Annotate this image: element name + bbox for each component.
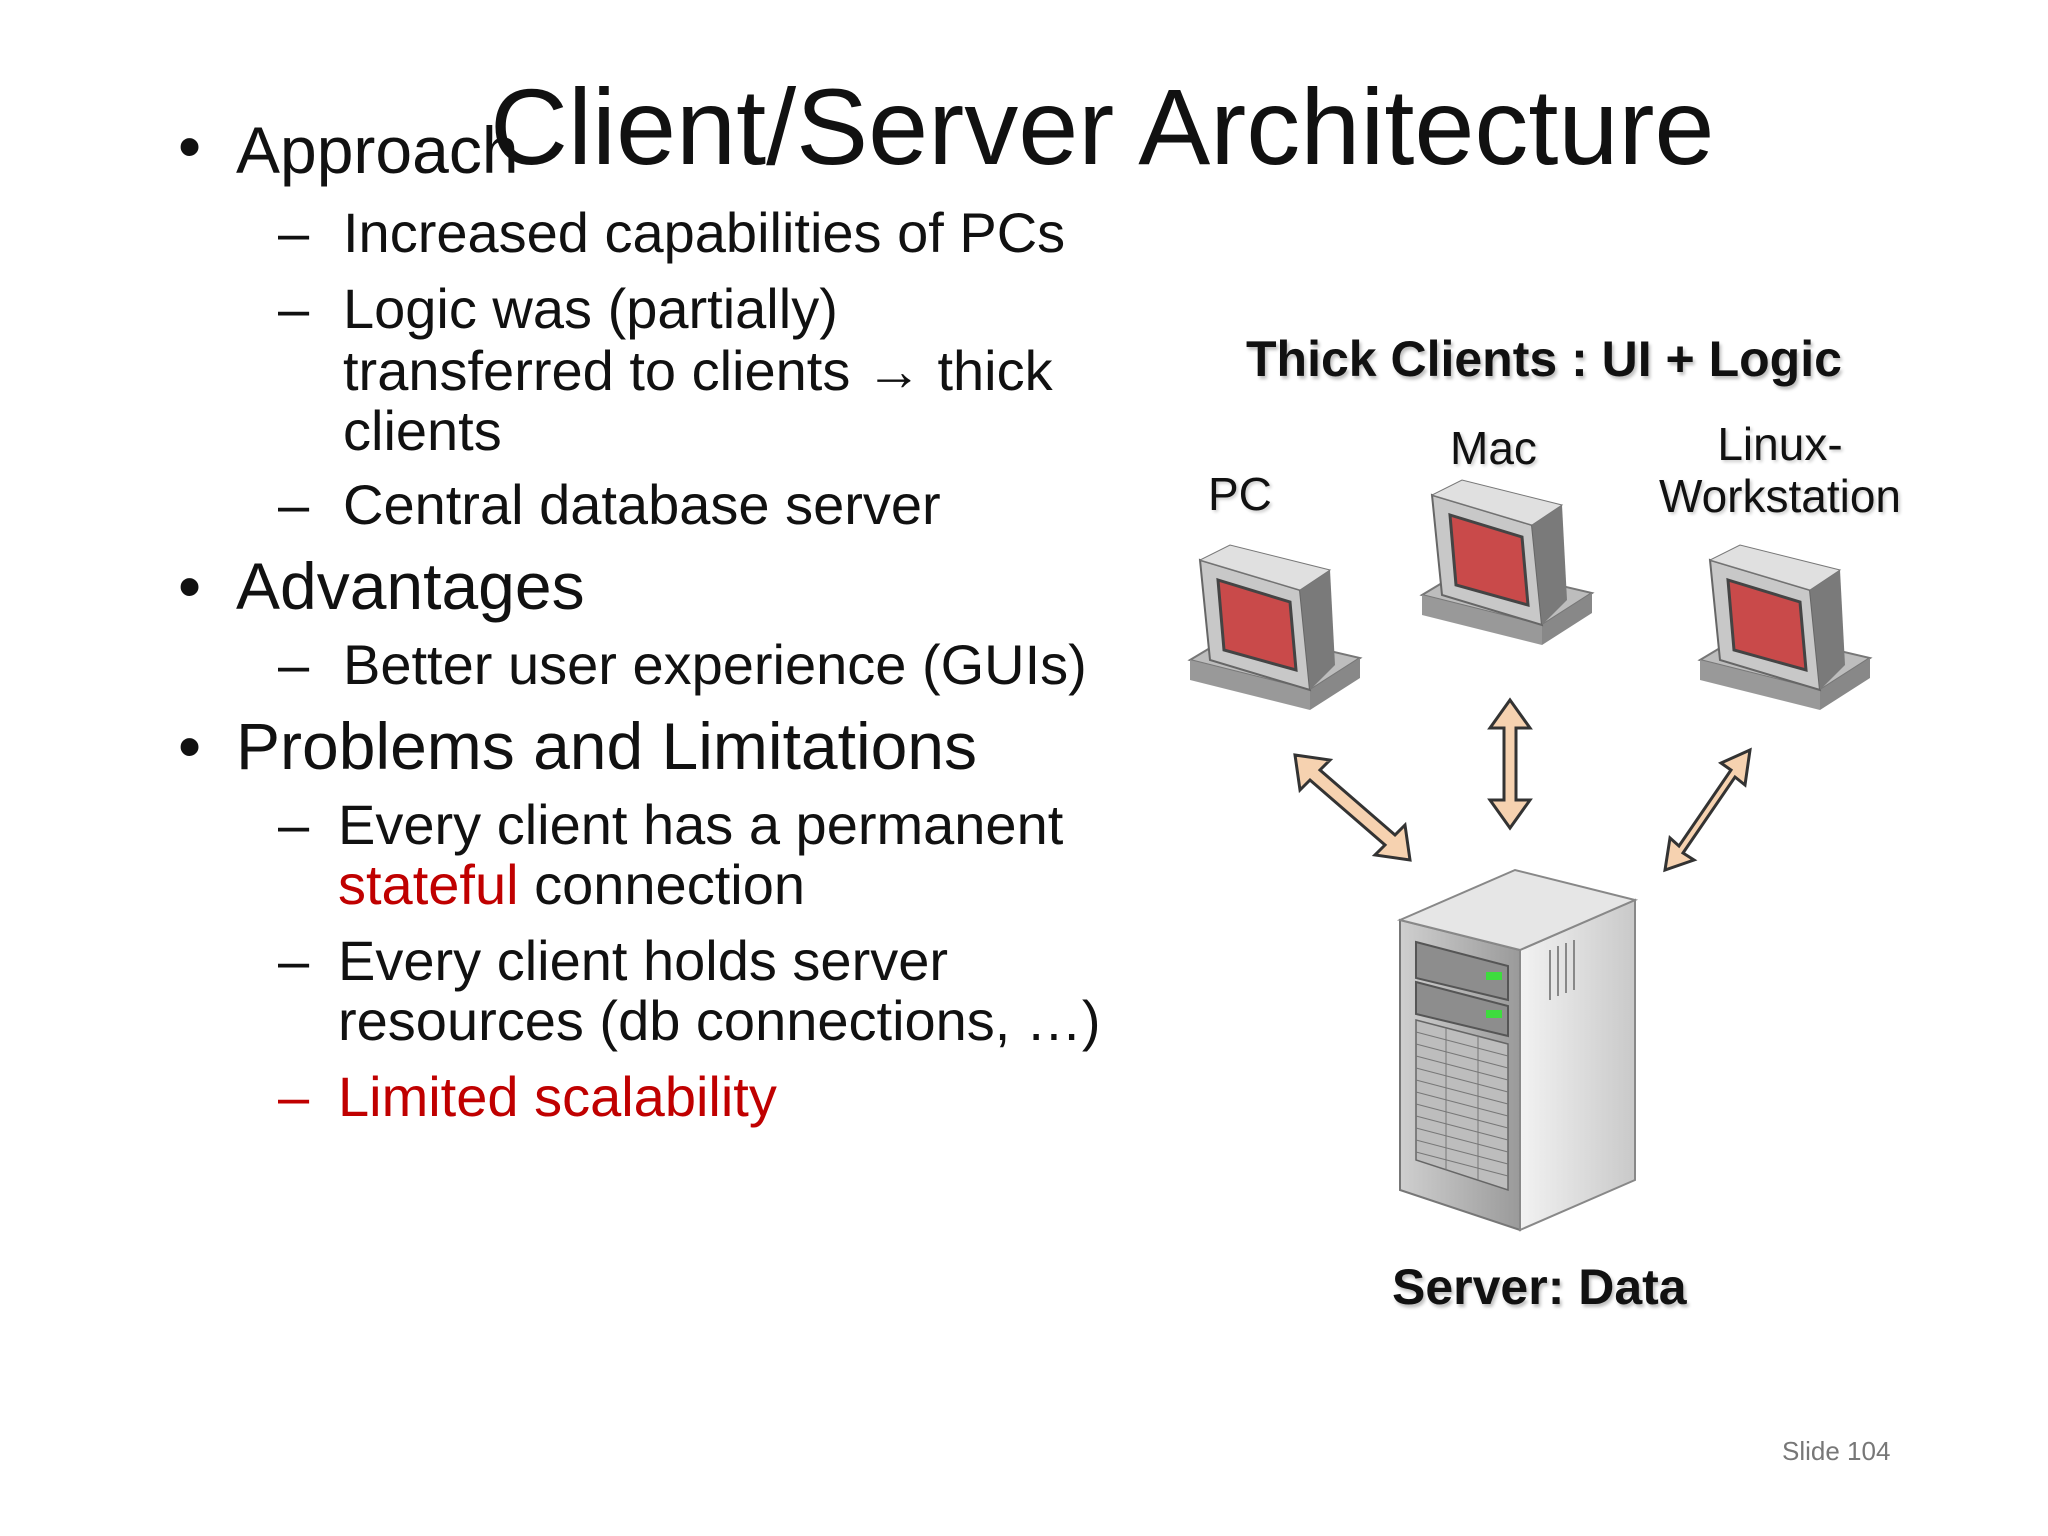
client-label-linux: Linux- Workstation — [1650, 418, 1910, 522]
client-label-mac: Mac — [1450, 422, 1537, 474]
sub-bullet-logic-line-1: Logic was (partially) — [343, 277, 838, 340]
bullet-marker: • — [178, 109, 202, 183]
sub-bullet-stateful-line-2: stateful connection — [338, 854, 805, 916]
sub-bullet-resources-line-2: resources (db connections, …) — [338, 989, 1101, 1052]
bullet-marker: • — [178, 549, 202, 623]
sub-bullet-limited-scalability: Limited scalability — [338, 1065, 777, 1128]
client-label-linux-line-2: Workstation — [1658, 470, 1902, 522]
sub-bullet-logic-line-3: clients — [343, 399, 502, 462]
server-tower-icon — [1396, 868, 1639, 1232]
desktop-computer-icon — [1697, 544, 1873, 710]
dash-marker: – — [278, 1065, 310, 1128]
bullet-marker: • — [178, 709, 202, 783]
thick-clients-heading: Thick Clients : UI + Logic — [1246, 331, 1842, 387]
sub-bullet-stateful-line-1: Every client has a permanent — [338, 793, 1064, 856]
client-label-pc: PC — [1208, 468, 1272, 520]
dash-marker: – — [278, 633, 310, 696]
client-label-linux-line-1: Linux- — [1717, 418, 1843, 470]
dash-marker: – — [278, 201, 310, 264]
dash-marker: – — [278, 929, 310, 992]
bullet-approach: Approach — [236, 113, 519, 187]
sub-bullet-increased-capabilities: Increased capabilities of PCs — [343, 201, 1066, 264]
stateful-highlight: stateful — [338, 853, 519, 916]
desktop-computer-icon — [1419, 479, 1595, 645]
bullet-advantages: Advantages — [236, 549, 585, 623]
desktop-computer-icon — [1187, 544, 1363, 710]
dash-marker: – — [278, 473, 310, 536]
sub-bullet-central-db: Central database server — [343, 473, 941, 536]
server-label: Server: Data — [1392, 1259, 1687, 1315]
slide-title: Client/Server Architecture — [490, 66, 1715, 187]
dash-marker: – — [278, 277, 310, 340]
dash-marker: – — [278, 793, 310, 856]
sub-bullet-logic-line-2: transferred to clients → thick — [343, 339, 1053, 402]
sub-bullet-resources-line-1: Every client holds server — [338, 929, 949, 992]
bullet-problems: Problems and Limitations — [236, 709, 978, 783]
slide-number: Slide 104 — [1782, 1436, 1891, 1466]
sub-bullet-better-ux: Better user experience (GUIs) — [343, 633, 1087, 696]
stateful-rest: connection — [518, 853, 805, 916]
